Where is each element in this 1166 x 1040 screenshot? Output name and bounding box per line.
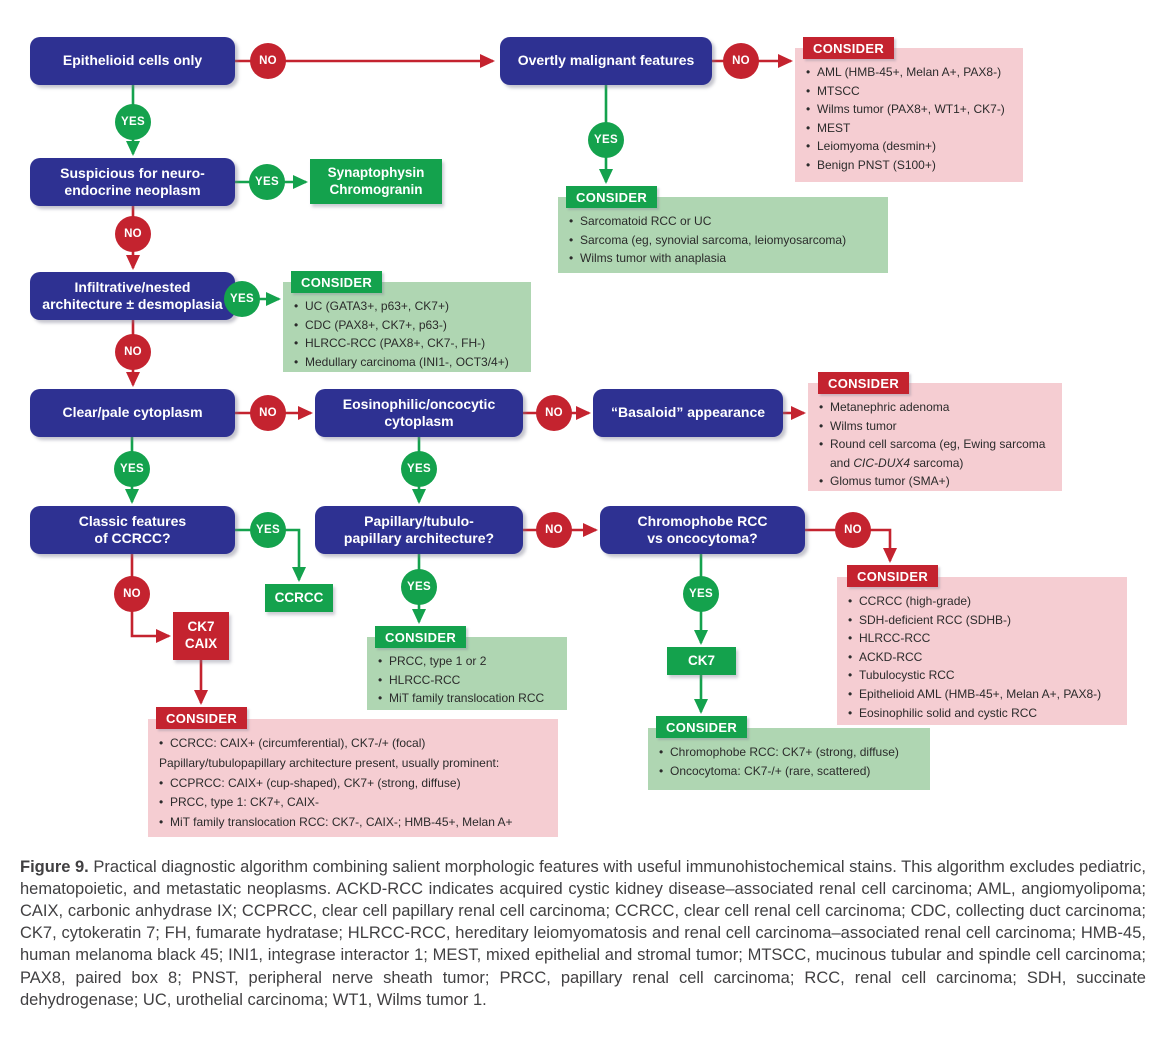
no-badge: NO [835, 512, 871, 548]
panel-infiltrative-yes-consider: UC (GATA3+, p63+, CK7+)CDC (PAX8+, CK7+,… [283, 282, 531, 372]
panel-item: Leiomyoma (desmin+) [804, 137, 1014, 156]
panel-item: AML (HMB-45+, Melan A+, PAX8-) [804, 63, 1014, 82]
no-badge: NO [723, 43, 759, 79]
yes-badge: YES [401, 451, 437, 487]
panel-item: Medullary carcinoma (INI1-, OCT3/4+) [292, 353, 522, 372]
panel-basaloid-consider: Metanephric adenomaWilms tumorRound cell… [808, 383, 1062, 491]
panel-ck7-caix-consider: CCRCC: CAIX+ (circumferential), CK7-/+ (… [148, 719, 558, 837]
panel-item: SDH-deficient RCC (SDHB-) [846, 611, 1118, 630]
panel-item: UC (GATA3+, p63+, CK7+) [292, 297, 522, 316]
panel-item: Sarcoma (eg, synovial sarcoma, leiomyosa… [567, 231, 879, 250]
no-badge: NO [536, 395, 572, 431]
no-badge: NO [115, 334, 151, 370]
stain-chromogranin: Chromogranin [329, 181, 423, 197]
panel-item: Papillary/tubulopapillary architecture p… [159, 755, 500, 770]
panel-overtly-no-consider: AML (HMB-45+, Melan A+, PAX8-)MTSCCWilms… [795, 48, 1023, 182]
panel-chromophobe-no-consider: CCRCC (high-grade)SDH-deficient RCC (SDH… [837, 577, 1127, 725]
node-basaloid-appearance: “Basaloid” appearance [593, 389, 783, 437]
panel-item: Metanephric adenoma [817, 398, 1053, 417]
panel-item: Eosinophilic solid and cystic RCC [846, 704, 1118, 723]
consider-label: CONSIDER [566, 186, 658, 208]
panel-item: Epithelioid AML (HMB-45+, Melan A+, PAX8… [846, 685, 1118, 704]
panel-overtly-yes-consider: Sarcomatoid RCC or UCSarcoma (eg, synovi… [558, 197, 888, 273]
consider-label: CONSIDER [847, 565, 939, 587]
panel-item: Benign PNST (S100+) [804, 156, 1014, 175]
no-badge: NO [536, 512, 572, 548]
stain-ck7: CK7 [187, 619, 215, 635]
panel-item: Sarcomatoid RCC or UC [567, 212, 879, 231]
consider-label: CONSIDER [156, 707, 248, 729]
figure-caption-text: Practical diagnostic algorithm combining… [20, 858, 1146, 1009]
figure-caption: Figure 9. Practical diagnostic algorithm… [20, 856, 1146, 1011]
node-papillary-tubulopapillary: Papillary/tubulo- papillary architecture… [315, 506, 523, 554]
panel-item: HLRCC-RCC [846, 629, 1118, 648]
yes-badge: YES [115, 104, 151, 140]
result-synaptophysin-chromogranin: Synaptophysin Chromogranin [310, 159, 442, 204]
yes-badge: YES [683, 576, 719, 612]
yes-badge: YES [114, 451, 150, 487]
node-suspicious-neuroendocrine: Suspicious for neuro- endocrine neoplasm [30, 158, 235, 206]
node-clear-pale-cytoplasm: Clear/pale cytoplasm [30, 389, 235, 437]
panel-item: HLRCC-RCC [376, 671, 558, 690]
result-ck7: CK7 [667, 647, 736, 675]
yes-badge: YES [588, 122, 624, 158]
no-badge: NO [250, 395, 286, 431]
panel-item: Round cell sarcoma (eg, Ewing sarcoma an… [817, 435, 1053, 472]
yes-badge: YES [224, 281, 260, 317]
stain-caix: CAIX [184, 636, 218, 651]
panel-item: CCRCC: CAIX+ (circumferential), CK7-/+ (… [157, 734, 549, 754]
yes-badge: YES [250, 512, 286, 548]
panel-item: CDC (PAX8+, CK7+, p63-) [292, 316, 522, 335]
yes-badge: YES [401, 569, 437, 605]
panel-item: Wilms tumor (PAX8+, WT1+, CK7-) [804, 100, 1014, 119]
consider-label: CONSIDER [656, 716, 748, 738]
panel-item: MiT family translocation RCC: CK7-, CAIX… [157, 813, 549, 833]
panel-item: Glomus tumor (SMA+) [817, 472, 1053, 491]
result-ck7-caix: CK7 CAIX [173, 612, 229, 660]
consider-label: CONSIDER [803, 37, 895, 59]
no-badge: NO [114, 576, 150, 612]
stain-synaptophysin: Synaptophysin [327, 164, 425, 180]
panel-item: Chromophobe RCC: CK7+ (strong, diffuse) [657, 743, 921, 762]
panel-item: PRCC, type 1 or 2 [376, 652, 558, 671]
consider-label: CONSIDER [375, 626, 467, 648]
panel-item: PRCC, type 1: CK7+, CAIX- [157, 793, 549, 813]
panel-item: MTSCC [804, 82, 1014, 101]
node-epithelioid-cells-only: Epithelioid cells only [30, 37, 235, 85]
panel-item: CCRCC (high-grade) [846, 592, 1118, 611]
consider-label: CONSIDER [291, 271, 383, 293]
node-infiltrative-nested: Infiltrative/nested architecture ± desmo… [30, 272, 235, 320]
panel-item: MiT family translocation RCC [376, 689, 558, 708]
panel-item: Wilms tumor [817, 417, 1053, 436]
node-eosinophilic-oncocytic: Eosinophilic/oncocytic cytoplasm [315, 389, 523, 437]
figure-caption-label: Figure 9. [20, 858, 89, 876]
panel-item: ACKD-RCC [846, 648, 1118, 667]
node-chromophobe-vs-oncocytoma: Chromophobe RCC vs oncocytoma? [600, 506, 805, 554]
panel-item: Wilms tumor with anaplasia [567, 249, 879, 268]
result-ccrcc: CCRCC [265, 584, 333, 612]
node-classic-features-ccrcc: Classic features of CCRCC? [30, 506, 235, 554]
panel-ck7-consider: Chromophobe RCC: CK7+ (strong, diffuse)O… [648, 728, 930, 790]
panel-item: Oncocytoma: CK7-/+ (rare, scattered) [657, 762, 921, 781]
consider-label: CONSIDER [818, 372, 910, 394]
panel-item: Tubulocystic RCC [846, 666, 1118, 685]
arrow-chromophobe-no [805, 528, 897, 563]
panel-item: CCPRCC: CAIX+ (cup-shaped), CK7+ (strong… [157, 774, 549, 794]
yes-badge: YES [249, 164, 285, 200]
panel-papillary-yes-consider: PRCC, type 1 or 2HLRCC-RCCMiT family tra… [367, 637, 567, 710]
panel-item: MEST [804, 119, 1014, 138]
no-badge: NO [250, 43, 286, 79]
no-badge: NO [115, 216, 151, 252]
node-overtly-malignant-features: Overtly malignant features [500, 37, 712, 85]
panel-item: HLRCC-RCC (PAX8+, CK7-, FH-) [292, 334, 522, 353]
